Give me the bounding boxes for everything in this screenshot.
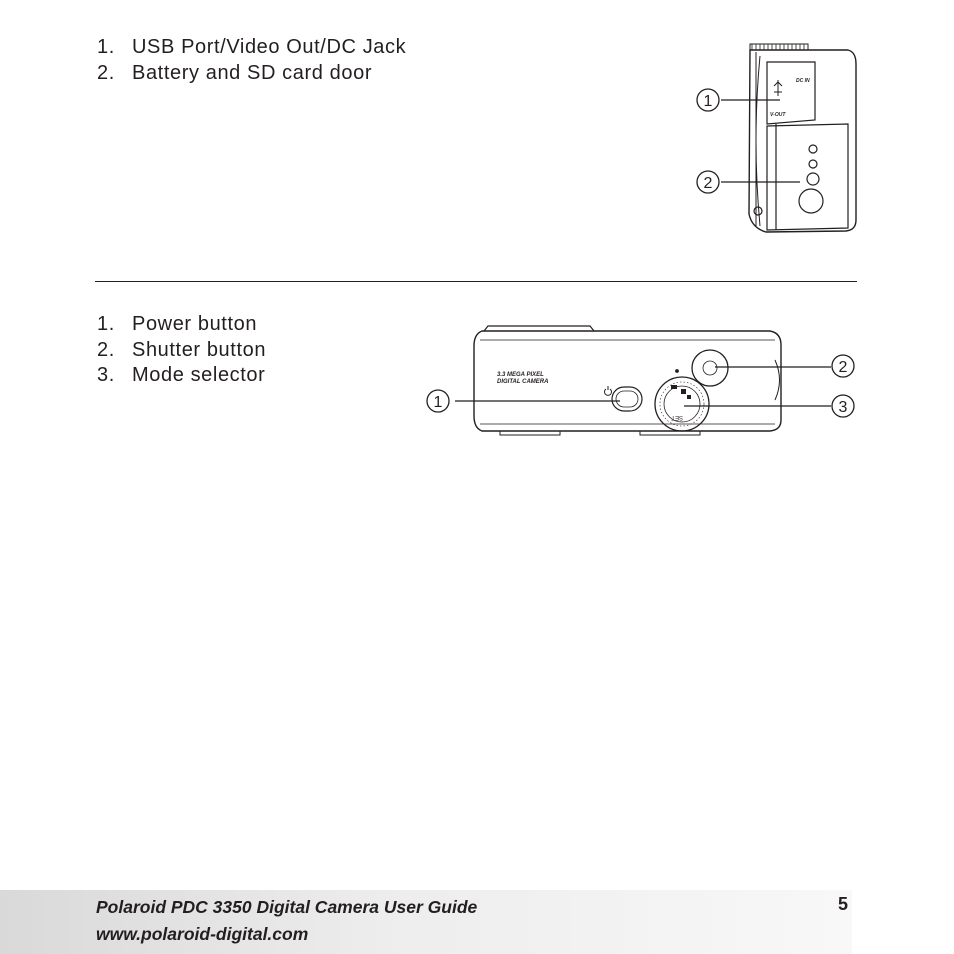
footer-bar: [0, 890, 852, 954]
item-number: 2.: [97, 61, 115, 84]
item-number: 1.: [97, 36, 115, 58]
callout-2: 2: [704, 175, 713, 192]
camera-text-line1: 3.3 MEGA PIXEL: [497, 372, 544, 378]
callout-1: 1: [434, 394, 443, 411]
page-number: 5: [838, 894, 849, 914]
v-out-label: V-OUT: [770, 112, 786, 118]
item-label: Power button: [132, 313, 258, 335]
footer-url[interactable]: www.polaroid-digital.com: [96, 924, 309, 944]
list-item: 1. Power button: [97, 312, 266, 338]
item-label: Shutter button: [132, 338, 267, 361]
item-label: Mode selector: [132, 364, 266, 386]
dc-in-label: DC IN: [796, 78, 810, 84]
section1-component-list: 1. USB Port/Video Out/DC Jack 2. Battery a…: [97, 35, 406, 86]
item-number: 3.: [97, 364, 115, 386]
section-divider: [95, 281, 857, 282]
dial-set-label: SET: [671, 414, 683, 420]
item-number: 1.: [97, 313, 115, 335]
list-item: 1. USB Port/Video Out/DC Jack: [97, 35, 406, 61]
camera-text-line2: DIGITAL CAMERA: [497, 379, 548, 385]
item-number: 2.: [97, 338, 115, 361]
callout-3: 3: [839, 399, 848, 416]
list-item: 3. Mode selector: [97, 363, 266, 389]
footer-title: Polaroid PDC 3350 Digital Camera User Gu…: [96, 897, 478, 917]
callout-1: 1: [704, 93, 713, 110]
item-label: USB Port/Video Out/DC Jack: [132, 36, 407, 58]
list-item: 2. Battery and SD card door: [97, 61, 406, 87]
list-item: 2. Shutter button: [97, 338, 266, 364]
callout-2: 2: [839, 359, 848, 376]
section2-component-list: 1. Power button 2. Shutter button 3. Mode s…: [97, 312, 266, 389]
item-label: Battery and SD card door: [132, 61, 373, 84]
